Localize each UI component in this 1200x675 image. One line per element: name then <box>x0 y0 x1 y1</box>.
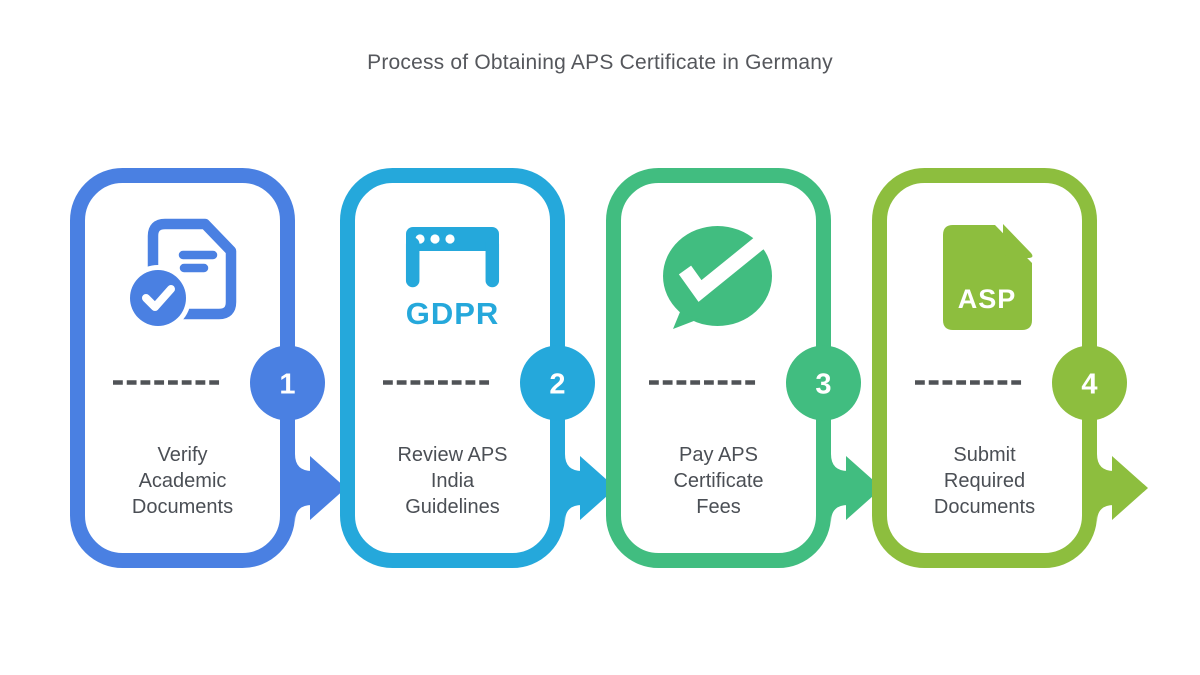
step-card-3-frame: 3 <box>606 168 882 568</box>
step-label: Review APS India Guidelines <box>397 444 508 518</box>
chat-checkmark-icon <box>663 226 772 329</box>
page-title: Process of Obtaining APS Certificate in … <box>367 51 833 74</box>
step-number-badge <box>520 345 595 421</box>
next-step-arrow <box>1084 454 1148 522</box>
step-card-4-frame: 4 ASP <box>872 168 1148 568</box>
next-step-arrow <box>282 454 346 522</box>
step-number-badge <box>250 345 325 421</box>
step-number-badge <box>786 345 861 421</box>
gdpr-browser-icon: GDPR <box>406 227 500 331</box>
step-label: Verify Academic Documents <box>131 444 234 518</box>
step-card-1-frame: 1 <box>70 168 346 568</box>
document-check-icon <box>125 218 237 331</box>
step-number: 4 <box>1081 369 1097 401</box>
step-number: 2 <box>549 369 565 401</box>
step-number: 1 <box>279 369 295 401</box>
gdpr-icon-text: GDPR <box>406 296 500 331</box>
step-label: Pay APS Certificate Fees <box>673 444 764 518</box>
asp-icon-text: ASP <box>958 284 1017 314</box>
step-number: 3 <box>815 369 831 401</box>
step-label: Submit Required Documents <box>933 444 1036 518</box>
next-step-arrow <box>552 454 616 522</box>
step-number-badge <box>1052 345 1127 421</box>
asp-file-icon: ASP <box>943 224 1033 330</box>
step-card-2-frame: 2 GDPR <box>340 168 616 568</box>
next-step-arrow <box>818 454 882 522</box>
